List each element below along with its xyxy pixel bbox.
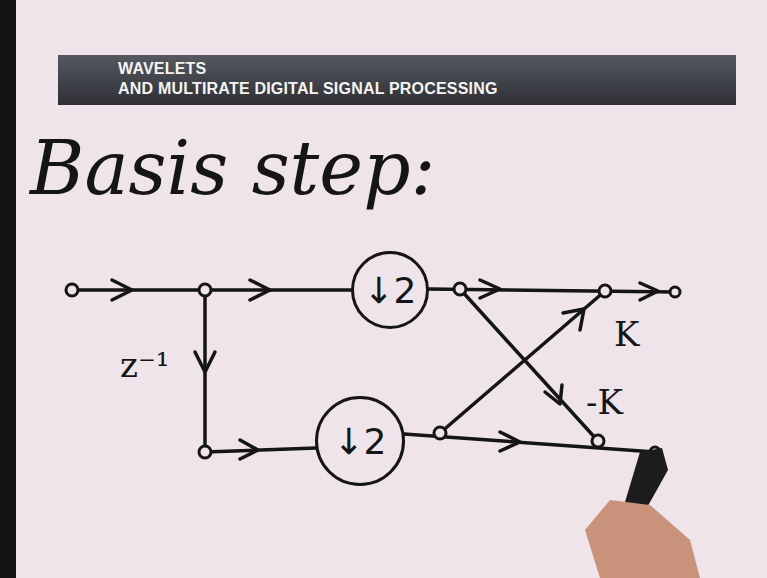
arrow: [195, 352, 215, 372]
title: Basis step:: [30, 125, 435, 211]
wire: [205, 448, 316, 452]
junction-dot: [599, 285, 611, 297]
downsampler-label: ↓2: [333, 421, 386, 462]
arrow: [545, 385, 562, 404]
arrow: [480, 280, 500, 298]
junction-dot: [592, 435, 604, 447]
coefficient-label: -K: [584, 382, 625, 422]
downsampler-circle: ↓2: [351, 251, 429, 329]
wire: [460, 289, 598, 441]
arrow: [240, 440, 258, 459]
banner-text: WAVELETS: [118, 60, 206, 78]
terminal-dot: [66, 284, 78, 296]
arrow: [500, 432, 520, 451]
arrow: [250, 280, 270, 300]
junction-dot: [199, 446, 211, 458]
coefficient-label: K: [612, 314, 641, 354]
delay-label: z⁻¹: [118, 345, 172, 385]
hand: [585, 500, 700, 578]
banner: [58, 55, 736, 105]
arrow: [563, 309, 584, 330]
arrow: [112, 280, 132, 300]
board-edge: [0, 0, 16, 578]
arrow: [640, 283, 658, 300]
downsampler-circle: ↓2: [315, 396, 405, 486]
junction-dot: [434, 427, 446, 439]
junction-dot: [199, 284, 211, 296]
junction-dot: [454, 283, 466, 295]
downsampler-label: ↓2: [363, 270, 416, 311]
terminal-dot: [670, 287, 680, 297]
wire: [440, 291, 605, 433]
banner-text: AND MULTIRATE DIGITAL SIGNAL PROCESSING: [118, 80, 498, 98]
